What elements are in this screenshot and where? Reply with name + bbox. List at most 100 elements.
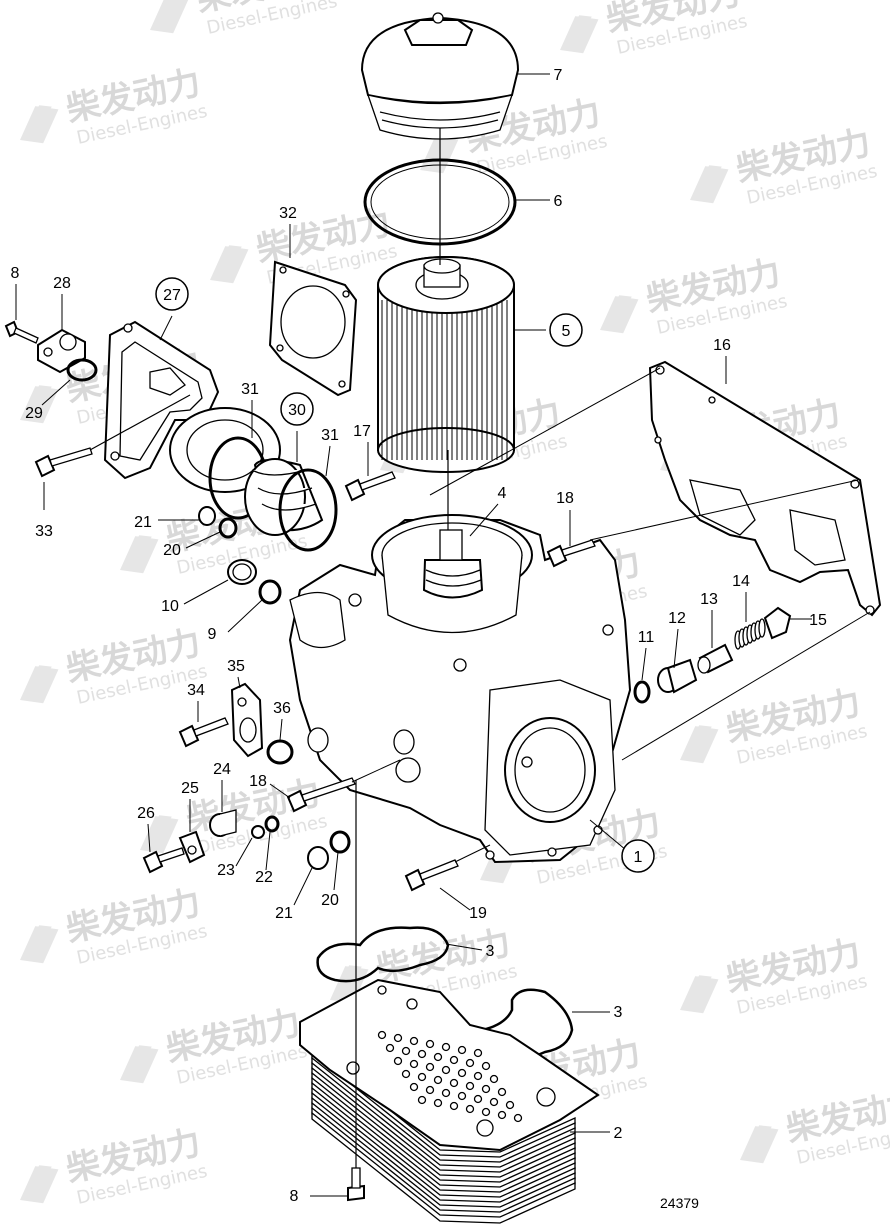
cooler-hole	[433, 1075, 443, 1085]
cooler-hole	[449, 1078, 459, 1088]
callout-label[interactable]: 32	[279, 205, 297, 222]
gasket-3-left[interactable]	[316, 926, 450, 983]
cooler-hole	[449, 1101, 459, 1111]
bolt-17[interactable]	[344, 471, 396, 502]
bolt-33[interactable]	[34, 447, 93, 478]
oil-cooler[interactable]	[299, 978, 600, 1224]
callout-label[interactable]: 28	[53, 275, 71, 292]
cooler-hole	[505, 1100, 515, 1110]
filter-cap[interactable]	[360, 12, 520, 140]
cooler-hole	[497, 1087, 507, 1097]
callout-label[interactable]: 18	[249, 773, 267, 790]
bolt-19[interactable]	[404, 859, 459, 892]
filter-element[interactable]	[377, 256, 515, 473]
callout-label[interactable]: 31	[241, 381, 259, 398]
cooler-hole	[417, 1072, 427, 1082]
callout-label[interactable]: 9	[208, 626, 217, 643]
plug-23[interactable]	[251, 825, 265, 839]
callout-label[interactable]: 18	[556, 490, 574, 507]
callout-label[interactable]: 27	[163, 287, 181, 304]
callout-label[interactable]: 33	[35, 523, 53, 540]
bolt-8-top[interactable]	[4, 320, 39, 344]
callout-label[interactable]: 10	[161, 598, 179, 615]
callout-label[interactable]: 21	[134, 514, 152, 531]
clip-15[interactable]	[763, 606, 792, 640]
callout-label[interactable]: 29	[25, 405, 43, 422]
callout-label[interactable]: 20	[163, 542, 181, 559]
bolt-18-lower[interactable]	[286, 777, 356, 813]
bracket-28[interactable]	[37, 328, 86, 374]
callout-leader	[589, 819, 627, 851]
o-ring-29[interactable]	[66, 358, 98, 382]
gasket-32[interactable]	[268, 260, 358, 397]
o-ring-11[interactable]	[633, 680, 651, 704]
cooler-hole	[425, 1039, 435, 1049]
cooler-hole	[377, 1030, 387, 1040]
callout-label[interactable]: 5	[562, 323, 571, 340]
callout-label[interactable]: 19	[469, 905, 487, 922]
sleeve-13[interactable]	[697, 643, 734, 674]
callout-label[interactable]: 6	[554, 193, 563, 210]
seal-36[interactable]	[266, 739, 294, 765]
callout-label[interactable]: 16	[713, 337, 731, 354]
callout-label[interactable]: 8	[290, 1188, 299, 1205]
washer-20-upper[interactable]	[218, 517, 238, 539]
callout-label[interactable]: 3	[486, 943, 495, 960]
callout-label[interactable]: 3	[614, 1004, 623, 1021]
washer-9[interactable]	[258, 579, 282, 605]
callout-leader	[159, 315, 173, 341]
bracket-35[interactable]	[230, 682, 264, 758]
callout-label[interactable]: 2	[614, 1125, 623, 1142]
plug-21-upper[interactable]	[198, 506, 216, 526]
callout-label[interactable]: 36	[273, 700, 291, 717]
callout-label[interactable]: 7	[554, 67, 563, 84]
callout-label[interactable]: 14	[732, 573, 750, 590]
callout-label[interactable]: 34	[187, 682, 205, 699]
callout-leader	[641, 647, 647, 681]
o-ring-31-right[interactable]	[278, 468, 338, 552]
washer-20-lower[interactable]	[329, 830, 351, 854]
valve-4[interactable]	[422, 529, 484, 599]
callout-label[interactable]: 13	[700, 591, 718, 608]
callout-label[interactable]: 4	[498, 485, 507, 502]
spring-14[interactable]	[734, 618, 766, 650]
gasket-16[interactable]	[648, 360, 882, 617]
callout-label[interactable]: 11	[638, 629, 655, 646]
bolt-26[interactable]	[142, 847, 185, 874]
callout-label[interactable]: 24	[213, 761, 231, 778]
cooler-hole	[473, 1071, 483, 1081]
callout-label[interactable]: 35	[227, 658, 245, 675]
callout-label[interactable]: 12	[668, 610, 686, 627]
bolt-8-bottom[interactable]	[347, 1167, 365, 1202]
bolt-18-upper[interactable]	[546, 539, 596, 568]
clip-25[interactable]	[178, 830, 206, 864]
cooler-hole	[481, 1107, 491, 1117]
callout-label[interactable]: 26	[137, 805, 155, 822]
bolt-34[interactable]	[178, 717, 229, 748]
spring-coil	[758, 618, 766, 638]
callout-label[interactable]: 20	[321, 892, 339, 909]
callout-label[interactable]: 31	[321, 427, 339, 444]
callout-label[interactable]: 8	[11, 265, 20, 282]
callout-label[interactable]: 30	[288, 402, 306, 419]
callout-label[interactable]: 21	[275, 905, 293, 922]
callout-label[interactable]: 25	[181, 780, 199, 797]
callout-label[interactable]: 17	[353, 423, 371, 440]
callout-label[interactable]: 22	[255, 869, 273, 886]
sleeve-24[interactable]	[209, 809, 237, 837]
callout-label[interactable]: 1	[634, 849, 643, 866]
callout-leader	[673, 628, 679, 669]
callout-label[interactable]: 23	[217, 862, 235, 879]
piston-12[interactable]	[657, 658, 698, 694]
cooler-hole	[417, 1095, 427, 1105]
washer-22[interactable]	[264, 815, 280, 833]
cooler-hole	[401, 1069, 411, 1079]
cooler-hole	[441, 1065, 451, 1075]
plug-10[interactable]	[227, 559, 257, 585]
cooler-hole	[465, 1081, 475, 1091]
plug-21-lower[interactable]	[307, 846, 329, 870]
callout-label[interactable]: 15	[809, 612, 827, 629]
